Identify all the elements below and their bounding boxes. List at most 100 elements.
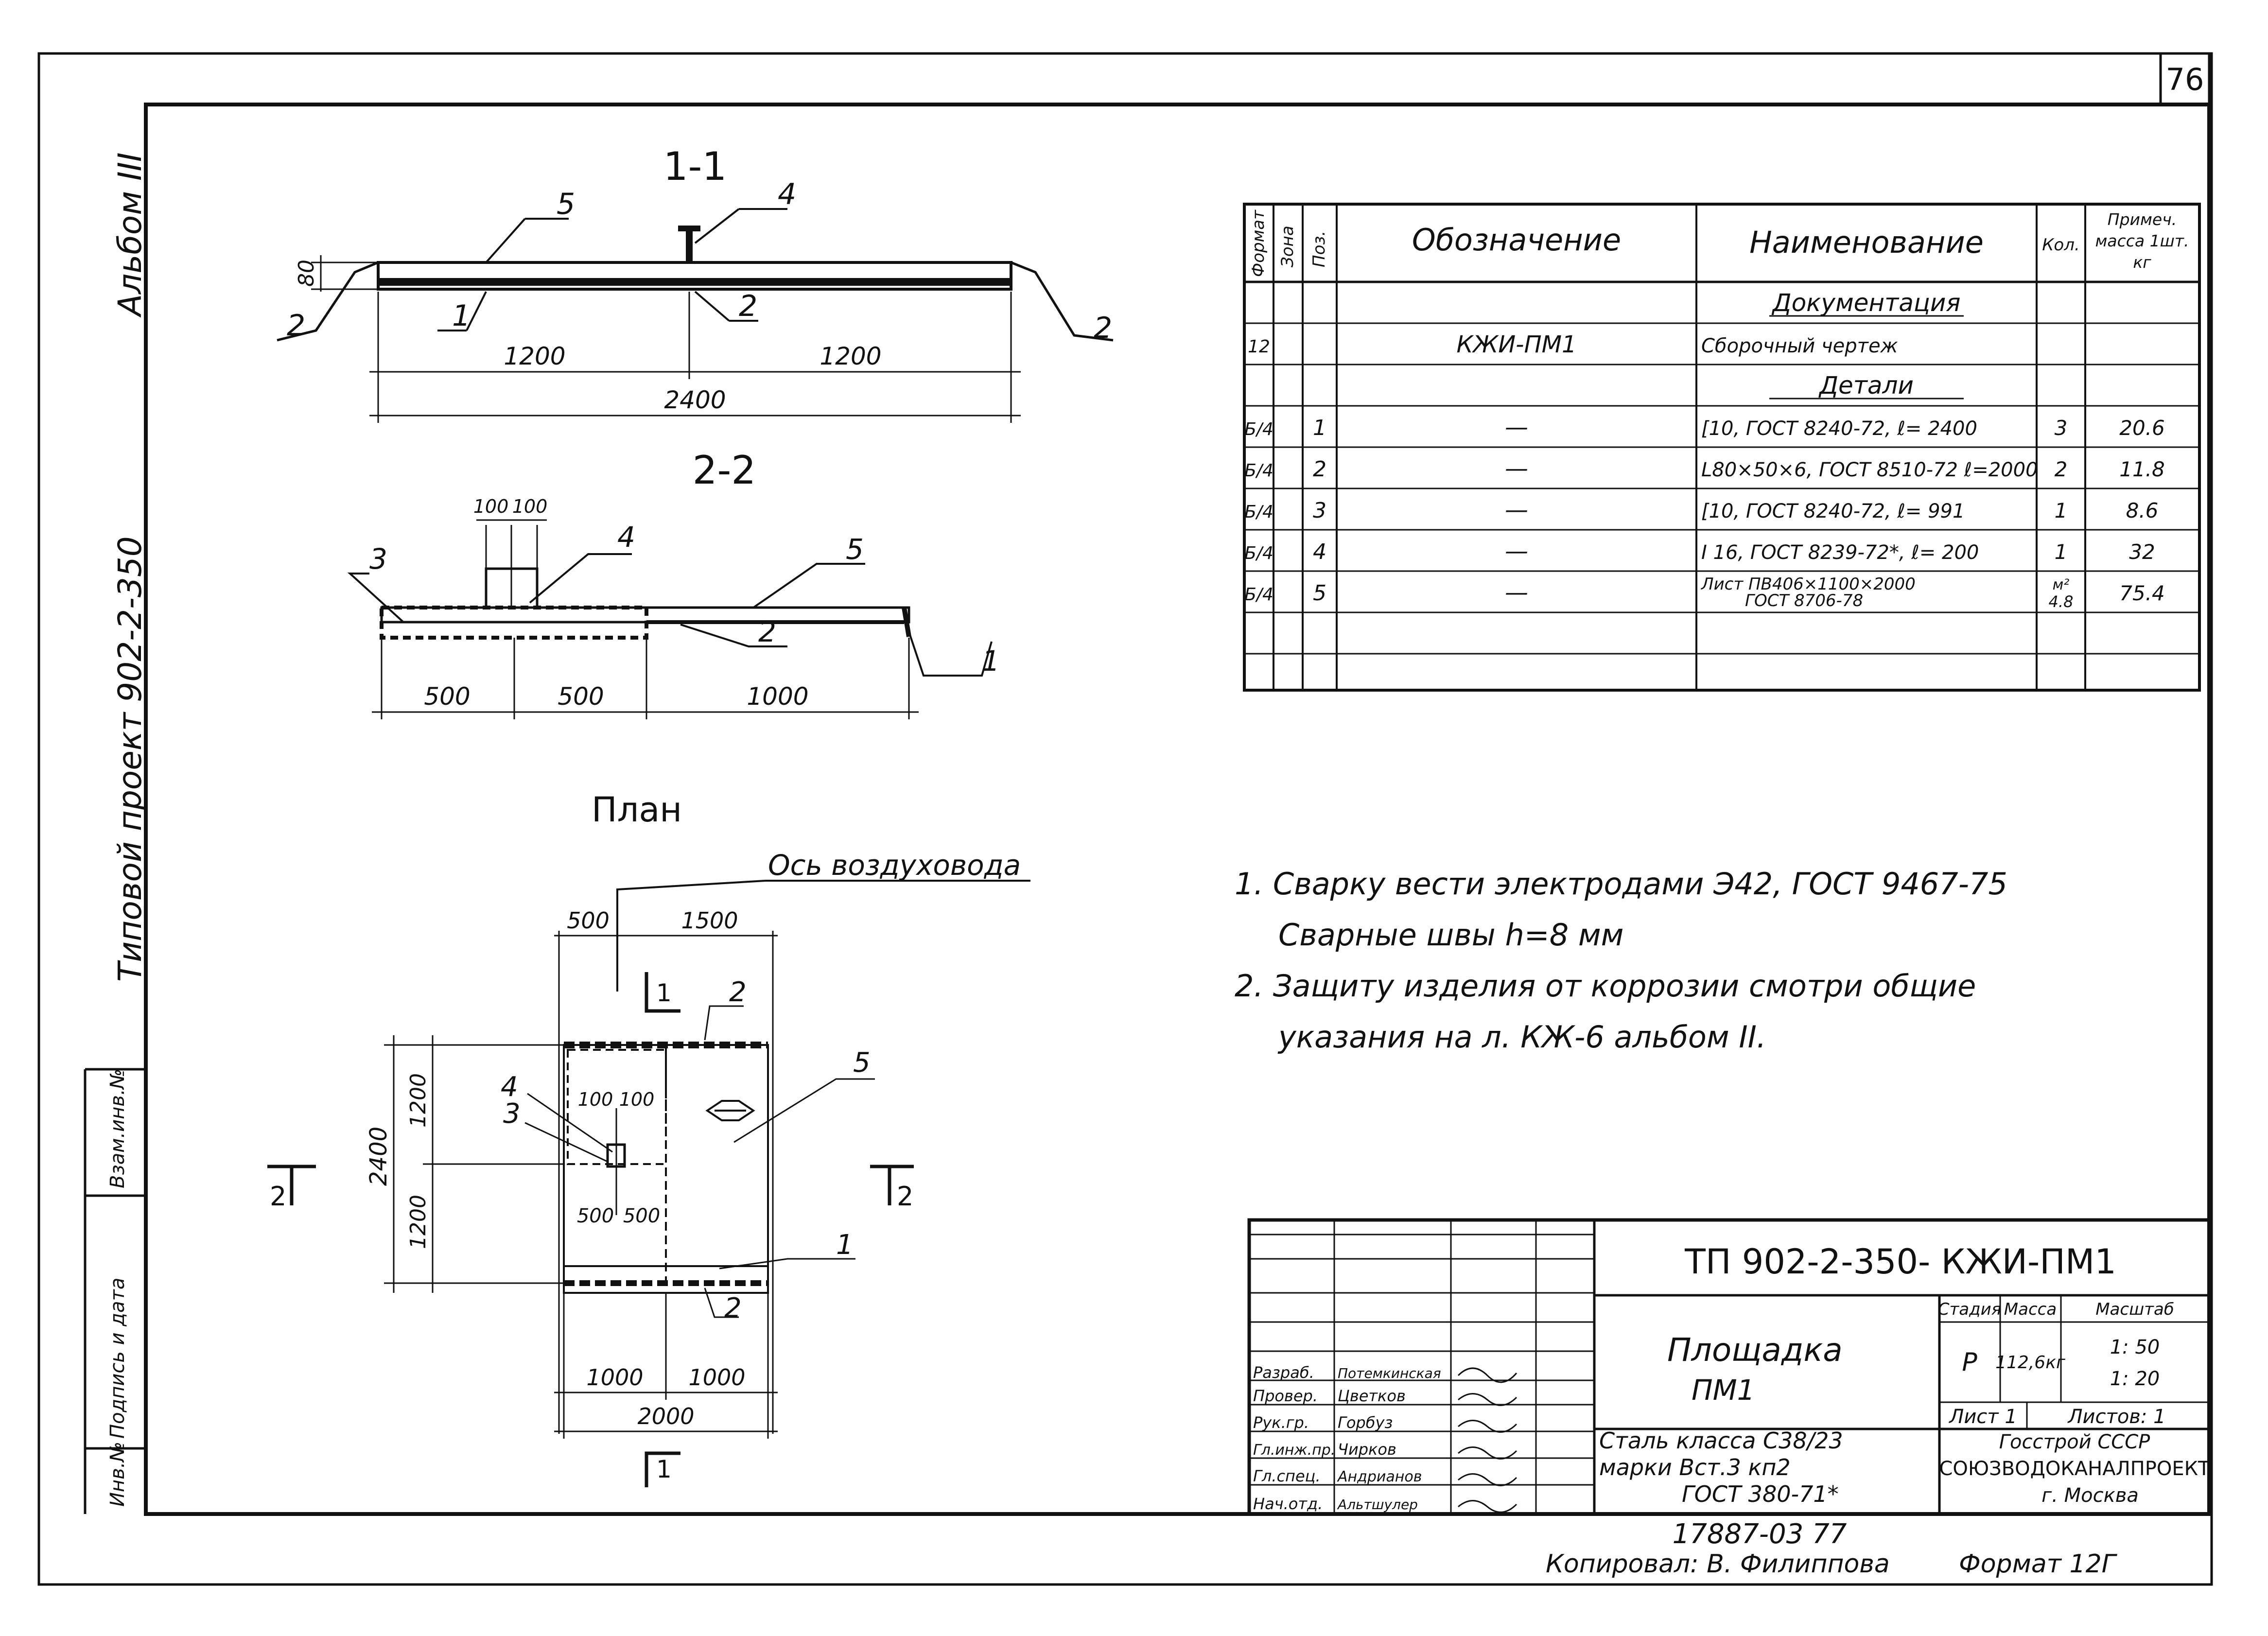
- spec-cell-name: Детали: [1818, 371, 1914, 400]
- callout: 1: [836, 1229, 854, 1261]
- section-2-2: 2-2 100 100 3 4 5 2 1 500 500 1000: [347, 448, 1000, 719]
- spec-cell-desig: —: [1505, 538, 1528, 565]
- product-name: Площадка: [1667, 1331, 1843, 1369]
- dim-text: 100: [619, 1089, 655, 1110]
- person: Цветков: [1338, 1387, 1406, 1405]
- spec-cell-qty: 1: [2055, 540, 2068, 564]
- role: Гл.спец.: [1253, 1467, 1321, 1485]
- spec-cell-name: Сборочный чертеж: [1701, 335, 1898, 357]
- spec-cell-mass: 75.4: [2119, 581, 2165, 605]
- leader: [527, 1093, 613, 1153]
- spec-cell-fmt: Б/4: [1244, 419, 1274, 439]
- role: Гл.инж.пр.: [1253, 1442, 1335, 1459]
- header-zone: Зона: [1278, 226, 1297, 267]
- spec-cell-name: Лист ПВ406×1100×2000: [1700, 574, 1916, 594]
- leader: [704, 1005, 744, 1041]
- person: Андрианов: [1337, 1468, 1422, 1485]
- cut-mark: [645, 1451, 680, 1487]
- leader: [694, 291, 730, 322]
- spec-cell-desig: —: [1505, 455, 1528, 482]
- stage-header: Стадия: [1938, 1300, 2001, 1319]
- callout: 2: [287, 309, 305, 343]
- header-mass-wrap: Примеч. масса 1шт. кг: [2095, 210, 2189, 272]
- axis-label: Ось воздуховода: [768, 849, 1021, 882]
- angle-left: [277, 261, 379, 342]
- signature-scribble: [1457, 1367, 1518, 1513]
- callout: 3: [503, 1098, 521, 1130]
- spec-cell-qty: 1: [2055, 499, 2068, 522]
- doc-code: ТП 902-2-350- КЖИ-ПМ1: [1684, 1242, 2116, 1282]
- scale-value-1: 1: 50: [2110, 1336, 2160, 1358]
- callout: 2: [1094, 311, 1112, 345]
- dim-text: 100: [578, 1089, 613, 1110]
- dim-text: 2400: [664, 386, 726, 414]
- outer-border: [37, 52, 2213, 1586]
- person: Горбуз: [1338, 1413, 1393, 1432]
- spec-cell-mass: 8.6: [2126, 499, 2159, 522]
- angle-right: [1011, 261, 1114, 342]
- dim-text: 1000: [747, 682, 808, 711]
- spec-cell-name: [10, ГОСТ 8240-72, ℓ= 991: [1701, 500, 1965, 522]
- callout: 4: [778, 177, 796, 211]
- callout: 3: [369, 542, 387, 575]
- plate: [377, 261, 1012, 291]
- spec-cell-mass: 32: [2129, 540, 2155, 564]
- spec-cell-desig: —: [1505, 414, 1528, 441]
- weld-symbol: [705, 1100, 755, 1121]
- header-designation: Обозначение: [1412, 222, 1621, 258]
- cut-label: 2: [270, 1181, 286, 1212]
- callout: 2: [724, 1292, 742, 1324]
- material-3: ГОСТ 380-71*: [1682, 1481, 1839, 1507]
- mass-header: Масса: [2004, 1300, 2057, 1319]
- dim-text: 500: [567, 907, 610, 934]
- leader: [485, 218, 526, 263]
- plan-title: План: [592, 790, 682, 830]
- leader: [704, 1288, 739, 1318]
- callout: 1: [452, 299, 471, 333]
- leader: [529, 553, 632, 604]
- callout: 4: [501, 1071, 518, 1103]
- scale-value-2: 1: 20: [2110, 1368, 2160, 1390]
- section-title: 2-2: [693, 448, 756, 493]
- org-2: СОЮЗВОДОКАНАЛПРОЕКТ: [1939, 1458, 2211, 1480]
- spec-cell-pos: 5: [1313, 581, 1326, 606]
- leader: [524, 1122, 608, 1163]
- note-line: 1. Сварку вести электродами Э42, ГОСТ 94…: [1235, 866, 2007, 902]
- spec-cell-pos: 4: [1313, 540, 1326, 564]
- dim-text: 500: [558, 682, 604, 711]
- leader: [908, 631, 993, 677]
- spec-cell-pos: 1: [1313, 416, 1326, 440]
- notes: 1. Сварку вести электродами Э42, ГОСТ 94…: [1235, 866, 2007, 1055]
- spec-cell-desig: —: [1505, 496, 1528, 523]
- dim-text: 1000: [586, 1364, 643, 1391]
- leader: [680, 624, 787, 647]
- person: Потемкинская: [1338, 1365, 1441, 1381]
- spec-cell-name: [10, ГОСТ 8240-72, ℓ= 2400: [1701, 418, 1977, 440]
- leader: [466, 291, 487, 331]
- person: Альтшулер: [1337, 1497, 1418, 1513]
- dim-text: 1200: [820, 342, 881, 370]
- callout: 4: [617, 521, 635, 554]
- spec-table: Формат Зона Поз. Обозначение Наименовани…: [1243, 203, 2201, 692]
- dim-text: 2400: [365, 1127, 392, 1186]
- spec-cell-fmt: Б/4: [1244, 461, 1274, 481]
- cut-label: 1: [656, 979, 672, 1007]
- org-1: Госстрой СССР: [1999, 1431, 2150, 1453]
- header-pos: Поз.: [1309, 231, 1329, 267]
- dim-text: 1200: [406, 1195, 431, 1249]
- sheet-number-box: [2159, 52, 2211, 106]
- dim-text: 500: [424, 682, 470, 711]
- spec-cell-name: L80×50×6, ГОСТ 8510-72 ℓ=2000: [1701, 459, 2038, 481]
- dim-text: 500: [623, 1205, 660, 1227]
- copied-by: Копировал: В. Филиппова: [1546, 1549, 1890, 1579]
- spec-cell-name: Документация: [1772, 289, 1961, 317]
- left-strip: Типовой проект 902-2-350 Альбом III Взам…: [84, 153, 149, 1514]
- section-title: 1-1: [663, 144, 727, 189]
- callout: 5: [557, 187, 575, 221]
- dim-text: 80: [294, 260, 319, 287]
- dim-text: 100: [512, 496, 548, 517]
- callout: 2: [758, 615, 776, 648]
- cut-label: 2: [897, 1181, 913, 1212]
